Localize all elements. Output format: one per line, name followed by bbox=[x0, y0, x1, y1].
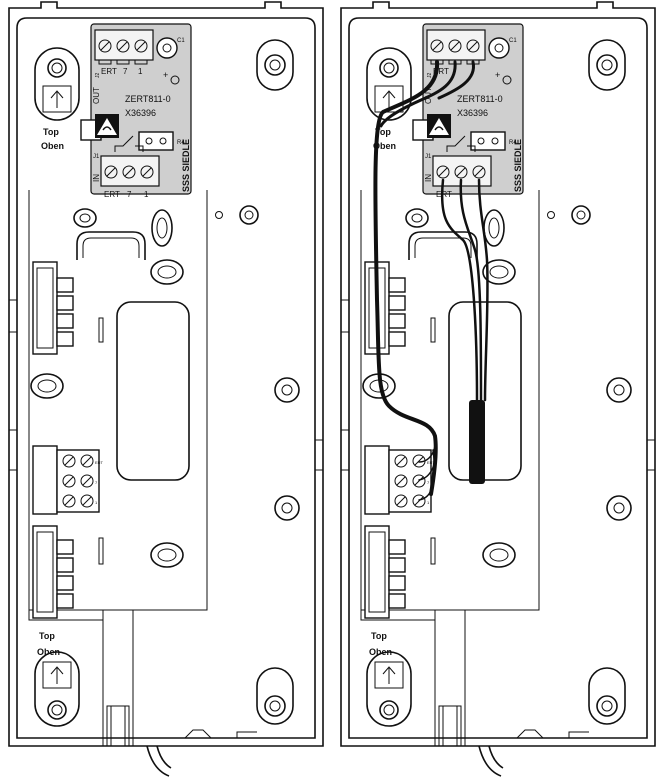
board-in-label: IN bbox=[424, 174, 433, 182]
side-terminal-7: 7 bbox=[427, 480, 430, 485]
cable-sheath bbox=[469, 400, 485, 484]
oben-label-upper: Oben bbox=[41, 141, 64, 151]
board-r4-label: R4 bbox=[509, 140, 517, 146]
board-in-label: IN bbox=[92, 174, 101, 182]
panel-right: OUT J2 ERT C1 + ZERT811-0 X36396 R4 J1 I… bbox=[340, 1, 656, 777]
out-terminal-3: 1 bbox=[138, 67, 143, 76]
top-label-upper: Top bbox=[43, 127, 59, 137]
board-j2-label: J2 bbox=[95, 73, 101, 79]
board-c1-label: C1 bbox=[509, 38, 517, 44]
out-terminal-1: ERT bbox=[101, 67, 117, 76]
board-part-number: ZERT811-0 bbox=[457, 94, 503, 104]
in-terminal-1: ERT bbox=[436, 190, 452, 199]
top-label-upper: Top bbox=[375, 127, 391, 137]
out-terminal-1: ERT bbox=[433, 67, 449, 76]
board-out-label: OUT bbox=[92, 87, 101, 104]
side-terminal-ert: ERT bbox=[95, 460, 103, 465]
side-terminal-ert: ERT bbox=[427, 460, 435, 465]
wiring-in bbox=[418, 178, 489, 501]
in-terminal-2: 7 bbox=[127, 190, 132, 199]
board-code: X36396 bbox=[457, 108, 488, 118]
oben-label-upper: Oben bbox=[373, 141, 396, 151]
side-terminal-1: 1 bbox=[95, 500, 98, 505]
side-terminal-7: 7 bbox=[95, 480, 98, 485]
in-terminal-1: ERT bbox=[104, 190, 120, 199]
side-terminal-1: 1 bbox=[427, 500, 430, 505]
board-j1-label: J1 bbox=[425, 154, 432, 160]
panel-left: OUT J2 ERT 7 1 C1 + ZERT811-0 X36396 R4 … bbox=[8, 1, 324, 777]
board-brand: SSS SIEDLE bbox=[513, 139, 523, 192]
board-r4-label: R4 bbox=[177, 140, 185, 146]
oben-label-lower: Oben bbox=[37, 647, 60, 657]
board-part-number: ZERT811-0 bbox=[125, 94, 171, 104]
board-c1-label: C1 bbox=[177, 38, 185, 44]
in-terminal-3: 1 bbox=[144, 190, 149, 199]
board-brand: SSS SIEDLE bbox=[181, 139, 191, 192]
board-j1-label: J1 bbox=[93, 154, 100, 160]
board-j2-label: J2 bbox=[427, 73, 433, 79]
top-label-lower: Top bbox=[371, 631, 387, 641]
board-code: X36396 bbox=[125, 108, 156, 118]
top-label-lower: Top bbox=[39, 631, 55, 641]
board-plus-label: + bbox=[163, 70, 168, 80]
oben-label-lower: Oben bbox=[369, 647, 392, 657]
board-plus-label: + bbox=[495, 70, 500, 80]
out-terminal-2: 7 bbox=[123, 67, 128, 76]
